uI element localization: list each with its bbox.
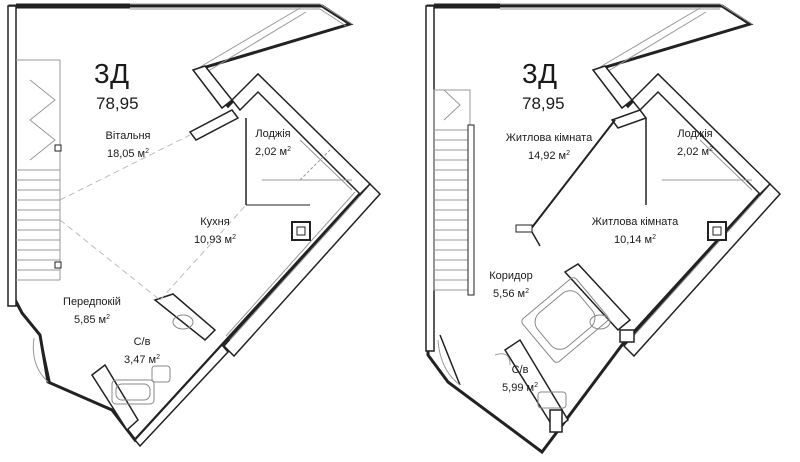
room-area: 5,99 м [502,382,535,394]
apartment-code: 3Д [94,58,130,89]
room-name: С/в [511,364,529,376]
shaft [291,221,311,241]
bathtub [111,379,155,405]
room-name: Коридор [489,270,533,282]
room-area: 10,14 м [613,234,653,246]
room-name: Вітальня [105,130,151,142]
room-area: 3,47 м [124,354,157,366]
room-label-loggia: Лоджія 2,02 м2 [660,126,730,160]
room-area: 2,02 м [677,146,710,158]
room-area: 10,93 м [193,234,233,246]
bathtub [521,277,609,363]
floor-plan-left: 3Д 78,95 Вітальня 18,05 м2 Лоджія 2,02 м… [7,3,382,448]
floor-plan-left-drawing [7,3,382,448]
room-name: С/в [133,336,151,348]
staircase [16,59,61,281]
partition-wall [529,119,616,231]
toilet [589,314,611,330]
room-area: 2,02 м [255,146,288,158]
total-area: 78,95 [96,94,139,113]
room-label-living: Вітальня 18,05 м2 [88,128,168,162]
room-label-hallway: Передпокій 5,85 м2 [52,294,132,328]
room-label-bathroom: С/в 3,47 м2 [112,334,172,368]
room-label-bedroom-1: Житлова кімната 14,92 м2 [494,130,604,164]
room-name: Лоджія [677,128,713,140]
room-label-loggia: Лоджія 2,02 м2 [238,126,308,160]
partition-wall [191,65,234,110]
sink [537,391,567,409]
room-label-kitchen: Кухня 10,93 м2 [175,214,255,248]
room-area: 14,92 м [527,150,567,162]
floor-plan-right: 3Д 78,95 Житлова кімната 14,92 м2 Лоджія… [400,0,800,462]
total-area: 78,95 [522,94,565,113]
floor-plan-right-drawing [425,3,782,455]
room-area: 5,85 м [74,314,107,326]
room-area: 5,56 м [493,288,526,300]
room-name: Житлова кімната [591,216,679,228]
room-name: Кухня [200,216,230,228]
room-label-bedroom-2: Житлова кімната 10,14 м2 [580,214,690,248]
room-name: Лоджія [255,128,291,140]
room-name: Житлова кімната [505,132,593,144]
apartment-code: 3Д [522,58,558,89]
staircase [433,89,471,291]
left-wall [425,5,435,352]
sink [151,365,171,383]
room-label-corridor: Коридор 5,56 м2 [476,268,546,302]
left-wall [7,5,17,307]
shaft [707,221,727,241]
room-name: Передпокій [63,296,121,308]
room-label-bathroom: С/в 5,99 м2 [490,362,550,396]
exterior-wall [222,182,382,358]
room-area: 18,05 м [106,148,146,160]
toilet [172,314,194,330]
